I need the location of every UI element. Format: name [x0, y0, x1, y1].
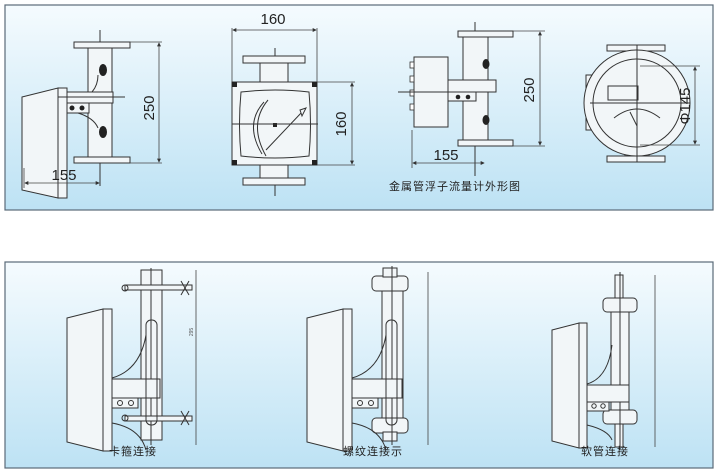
dim-height-label: 250 [141, 95, 158, 120]
rear-view-drawing: Φ145 [583, 44, 700, 163]
side-view-drawing: 250 155 [21, 30, 162, 199]
panel-connection-types: 295 卡箍连接 螺纹连接示 [4, 261, 714, 469]
dim-height-label: 160 [333, 111, 350, 136]
dim-diameter-label: Φ145 [677, 88, 694, 125]
dim-height-label: 250 [521, 77, 538, 102]
front-view-drawing: 160 160 [231, 11, 355, 196]
caption-hose-connection: 软管连接 [581, 444, 629, 458]
drawing-caption: 金属管浮子流量计外形图 [389, 179, 521, 193]
dim-length-label: 295 [189, 328, 195, 337]
hose-connection-drawing: 软管连接 [551, 272, 656, 458]
caption-clamp-connection: 卡箍连接 [109, 444, 157, 458]
thread-connection-drawing: 螺纹连接示 [306, 266, 429, 458]
side-view-2-drawing: 250 155 金属管浮子流量计外形图 [389, 22, 545, 193]
dim-depth-label: 155 [433, 147, 458, 164]
panel-dimension-drawings: 250 155 160 160 [4, 4, 714, 211]
dim-depth-label: 155 [51, 167, 76, 184]
dim-width-label: 160 [260, 11, 285, 28]
clamp-connection-drawing: 295 卡箍连接 [66, 268, 197, 458]
caption-thread-connection: 螺纹连接示 [343, 444, 403, 458]
